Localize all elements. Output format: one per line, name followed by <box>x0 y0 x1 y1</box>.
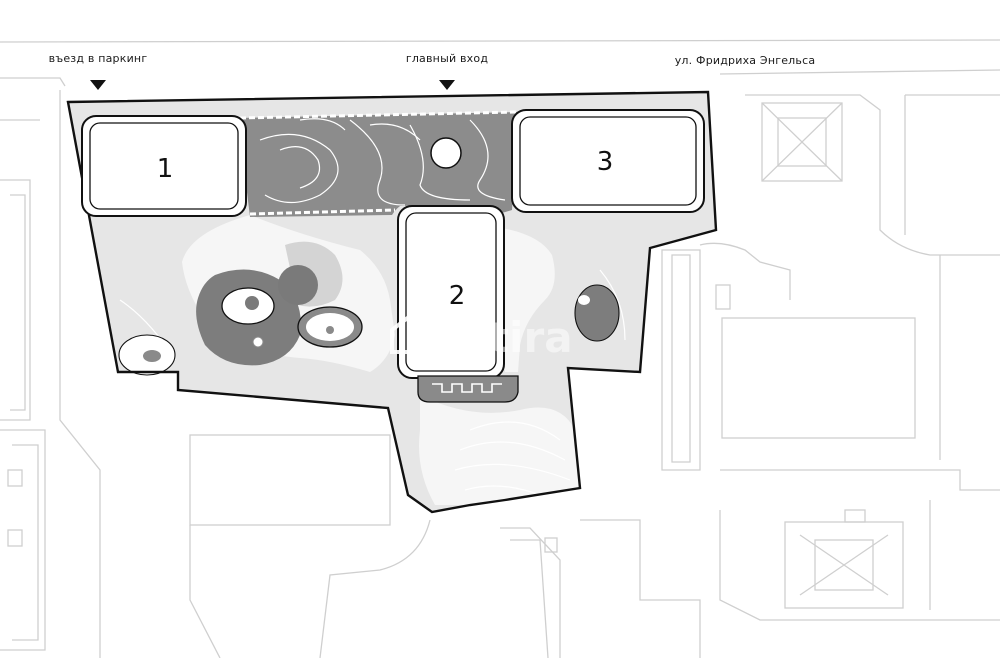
building-1-number: 1 <box>157 154 174 184</box>
label-parking-entry: въезд в паркинг <box>49 52 148 65</box>
building-2-number: 2 <box>449 281 466 311</box>
street-east-lower <box>720 469 1000 491</box>
building-ne-square <box>761 102 843 182</box>
building-se-roof <box>799 534 889 596</box>
plaza-border-bottom <box>249 208 396 216</box>
parking-entry-marker-icon <box>90 80 106 90</box>
label-main-entrance: главный вход <box>406 52 488 65</box>
playground-spot <box>578 295 590 305</box>
building-west-bottom <box>0 429 46 651</box>
building-se-square <box>784 521 904 609</box>
street-edge-top <box>0 39 1000 43</box>
pond-round <box>278 265 318 305</box>
building-west-bottom-inner <box>12 444 39 641</box>
building-east-long-inner <box>671 254 691 463</box>
building-2-terrace <box>417 375 519 403</box>
building-2[interactable]: 2 <box>397 205 519 403</box>
building-3-inner <box>519 116 697 206</box>
street-edge-right <box>719 69 1000 75</box>
building-3-number: 3 <box>597 147 614 177</box>
building-ne-inner <box>777 117 827 167</box>
pond-island <box>245 296 259 310</box>
labels-layer: въезд в паркинг главный вход ул. Фридрих… <box>49 52 816 90</box>
building-se-inner <box>814 539 874 591</box>
street-south <box>580 519 701 658</box>
building-west-top-inner <box>10 194 26 411</box>
building-west-annex-b <box>7 529 23 547</box>
building-east-annex <box>715 284 731 310</box>
watermark: artira <box>390 313 573 362</box>
path-south <box>319 519 431 658</box>
path-east <box>699 242 791 300</box>
building-south-inner <box>510 539 549 658</box>
building-ne-roof <box>761 102 843 182</box>
street-se <box>719 510 1000 621</box>
building-east-long <box>661 249 701 471</box>
block-ne-outline <box>745 94 1000 256</box>
pond-small <box>252 336 264 348</box>
context-layer <box>0 39 1000 658</box>
watermark-text: artira <box>440 313 573 362</box>
building-2-stairs <box>432 383 502 393</box>
building-east-block <box>721 317 916 439</box>
plaza-fountain <box>430 137 462 169</box>
building-1[interactable]: 1 <box>81 115 247 217</box>
yard-lawn-east <box>500 228 555 372</box>
building-3[interactable]: 3 <box>511 109 705 213</box>
yard-lawn-south <box>419 395 580 505</box>
building-se-annex <box>844 509 866 523</box>
building-west-annex-a <box>7 469 23 487</box>
house-logo-icon <box>390 313 430 354</box>
building-southwest-block <box>189 434 391 526</box>
building-south-edge <box>500 527 561 658</box>
street-southwest <box>189 525 221 658</box>
flowerbed-center <box>143 350 161 362</box>
building-south-annex <box>544 537 558 553</box>
main-entrance-marker-icon <box>439 80 455 90</box>
street-west <box>59 90 101 658</box>
street-edge-left <box>0 77 66 87</box>
playground-oval <box>574 284 620 342</box>
site-boundary <box>66 90 718 514</box>
pond-ring-dot <box>326 326 334 334</box>
building-west-top <box>0 179 31 421</box>
plaza-contours <box>259 118 506 206</box>
plaza-border-top <box>239 110 517 120</box>
building-1-inner <box>89 122 239 210</box>
label-street: ул. Фридриха Энгельса <box>675 54 816 67</box>
